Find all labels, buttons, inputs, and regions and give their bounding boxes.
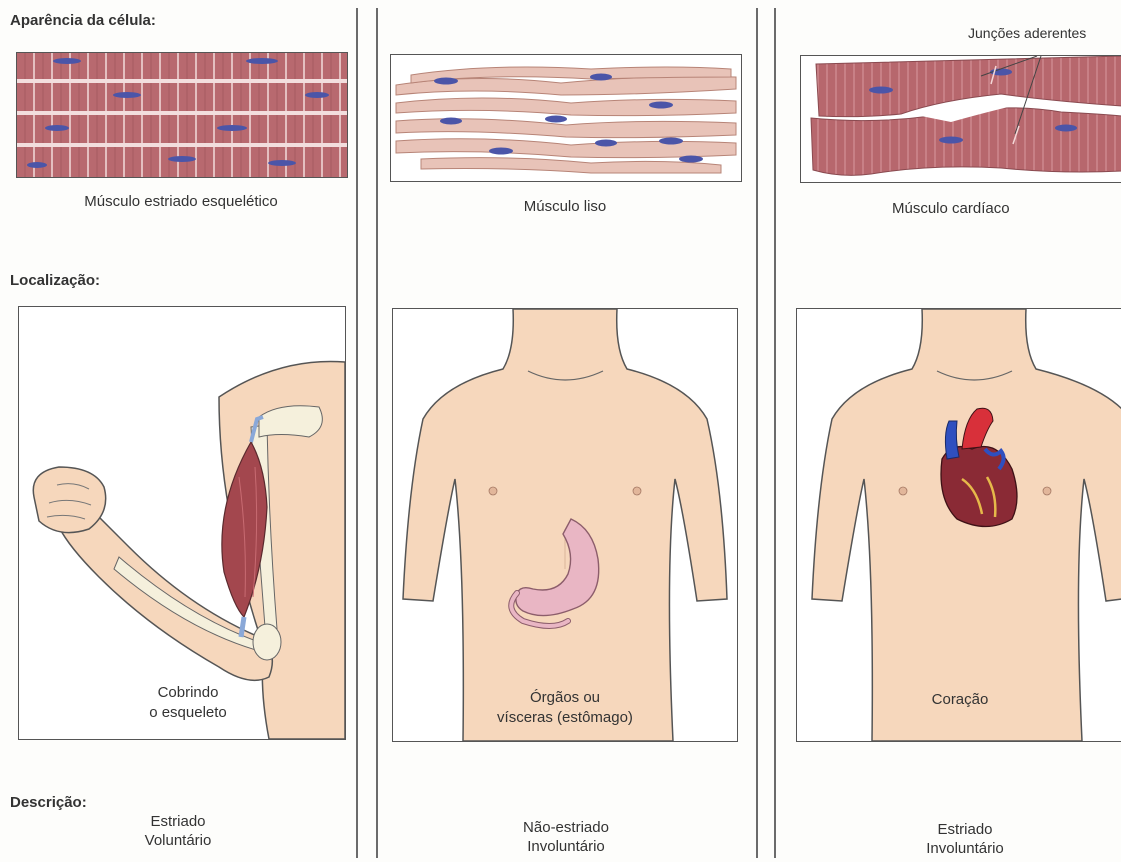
section-label-description: Descrição: xyxy=(10,794,87,811)
arm-location-illustration xyxy=(18,306,346,740)
section-label-location: Localização: xyxy=(10,272,100,289)
column-divider-4 xyxy=(774,8,776,858)
stomach-caption-line-2: vísceras (estômago) xyxy=(470,708,660,728)
stomach-location-illustration xyxy=(392,308,738,742)
smooth-muscle-description: Não-estriado Involuntário xyxy=(496,818,636,856)
column-divider-2 xyxy=(376,8,378,858)
cardiac-muscle-cell-illustration xyxy=(800,55,1121,183)
arm-caption-line-2: o esqueleto xyxy=(118,703,258,723)
skeletal-muscle-description: Estriado Voluntário xyxy=(118,812,238,850)
heart-location-illustration xyxy=(796,308,1121,742)
stomach-location-caption: Órgãos ou vísceras (estômago) xyxy=(470,688,660,728)
smooth-desc-line-1: Não-estriado xyxy=(496,818,636,837)
skeletal-muscle-caption: Músculo estriado esquelético xyxy=(16,193,346,210)
column-divider-3 xyxy=(756,8,758,858)
arm-location-caption: Cobrindo o esqueleto xyxy=(118,683,258,723)
skeletal-muscle-cell-illustration xyxy=(16,52,348,178)
cardiac-desc-line-1: Estriado xyxy=(905,820,1025,839)
smooth-muscle-cell-illustration xyxy=(390,54,742,182)
column-divider-1 xyxy=(356,8,358,858)
heart-location-caption: Coração xyxy=(900,691,1020,708)
adherens-junctions-annotation: Junções aderentes xyxy=(968,25,1086,41)
cardiac-desc-line-2: Involuntário xyxy=(905,839,1025,858)
cardiac-muscle-caption: Músculo cardíaco xyxy=(800,200,1121,217)
arm-caption-line-1: Cobrindo xyxy=(118,683,258,703)
stomach-caption-line-1: Órgãos ou xyxy=(470,688,660,708)
skeletal-desc-line-1: Estriado xyxy=(118,812,238,831)
skeletal-desc-line-2: Voluntário xyxy=(118,831,238,850)
smooth-muscle-caption: Músculo liso xyxy=(390,198,740,215)
section-label-cell-appearance: Aparência da célula: xyxy=(10,12,156,29)
smooth-desc-line-2: Involuntário xyxy=(496,837,636,856)
cardiac-muscle-description: Estriado Involuntário xyxy=(905,820,1025,858)
